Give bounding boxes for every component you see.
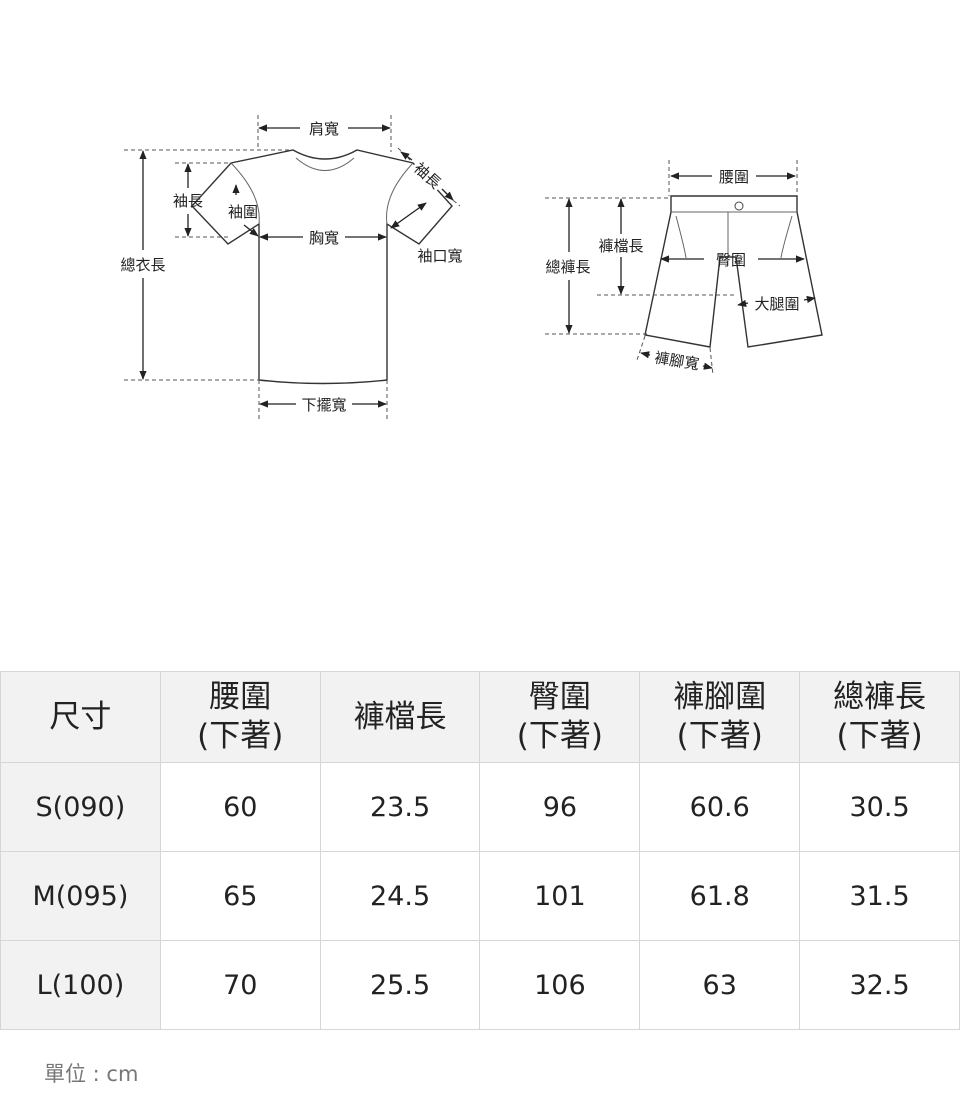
size-diagram: 肩寬 總衣長 袖長 袖圍 胸寬 袖長 袖口寬 下擺寬: [120, 115, 823, 420]
cell-total-length: 32.5: [799, 940, 960, 1030]
header-size: 尺寸: [0, 671, 161, 763]
cell-leg-opening: 61.8: [639, 851, 801, 941]
label-armhole: 袖圍: [228, 203, 258, 221]
shorts-drawing: [644, 195, 823, 348]
table-row: M(095) 65 24.5 101 61.8 31.5: [0, 851, 960, 941]
header-waist: 腰圍(下著): [159, 671, 321, 763]
cell-total-length: 31.5: [799, 851, 960, 941]
header-leg-opening: 褲腳圍(下著): [639, 671, 801, 763]
size-table: 尺寸 腰圍(下著) 褲檔長 臀圍(下著) 褲腳圍(下著) 總褲長(下著) S(0…: [0, 671, 960, 1030]
unit-note: 單位 : cm: [44, 1062, 139, 1086]
label-waist: 腰圍: [719, 168, 749, 186]
header-total-length: 總褲長(下著): [799, 671, 960, 763]
label-sleeve-length: 袖長: [173, 192, 203, 210]
label-thigh: 大腿圍: [754, 295, 799, 313]
cell-size: L(100): [0, 940, 161, 1030]
cell-waist: 60: [159, 762, 321, 852]
dimension-hip: 臀圍: [660, 251, 805, 269]
tshirt-drawing: [191, 149, 453, 385]
table-row: L(100) 70 25.5 106 63 32.5: [0, 940, 960, 1030]
cell-rise: 25.5: [319, 940, 481, 1030]
cell-rise: 23.5: [319, 762, 481, 852]
cell-hip: 106: [479, 940, 641, 1030]
dimension-chest: 胸寬: [259, 229, 387, 247]
cell-hip: 101: [479, 851, 641, 941]
table-header-row: 尺寸 腰圍(下著) 褲檔長 臀圍(下著) 褲腳圍(下著) 總褲長(下著): [0, 671, 960, 763]
dimension-sleeve-length: 袖長: [173, 163, 203, 237]
cell-hip: 96: [479, 762, 641, 852]
label-cuff: 袖口寬: [417, 247, 462, 265]
cell-waist: 70: [159, 940, 321, 1030]
label-total-pants-length: 總褲長: [545, 258, 590, 276]
label-hip: 臀圍: [716, 251, 746, 269]
dimension-total-length: 總衣長: [120, 150, 166, 380]
label-leg-opening: 褲腳寬: [653, 349, 700, 374]
dimension-thigh: 大腿圍: [737, 295, 816, 313]
cell-rise: 24.5: [319, 851, 481, 941]
cell-size: S(090): [0, 762, 161, 852]
cell-leg-opening: 63: [639, 940, 801, 1030]
tshirt-guides: [124, 115, 392, 420]
dimension-rise: 褲檔長: [598, 198, 644, 295]
label-rise: 褲檔長: [598, 237, 643, 255]
dimension-total-pants-length: 總褲長: [545, 198, 591, 334]
dimension-armhole: 袖圍: [228, 184, 259, 237]
dimension-hem: 下擺寬: [259, 396, 387, 414]
label-hem: 下擺寬: [301, 396, 346, 414]
shorts-guides: [545, 160, 798, 335]
label-chest: 胸寬: [309, 229, 339, 247]
header-rise: 褲檔長: [319, 671, 481, 763]
cell-total-length: 30.5: [799, 762, 960, 852]
label-total-length: 總衣長: [120, 256, 165, 274]
header-hip: 臀圍(下著): [479, 671, 641, 763]
cell-waist: 65: [159, 851, 321, 941]
dimension-shoulder: 肩寬: [258, 120, 391, 138]
table-row: S(090) 60 23.5 96 60.6 30.5: [0, 762, 960, 852]
dimension-cuff: 袖口寬: [390, 202, 463, 265]
cell-leg-opening: 60.6: [639, 762, 801, 852]
dimension-waist: 腰圍: [670, 168, 796, 186]
label-shoulder: 肩寬: [309, 120, 339, 138]
cell-size: M(095): [0, 851, 161, 941]
